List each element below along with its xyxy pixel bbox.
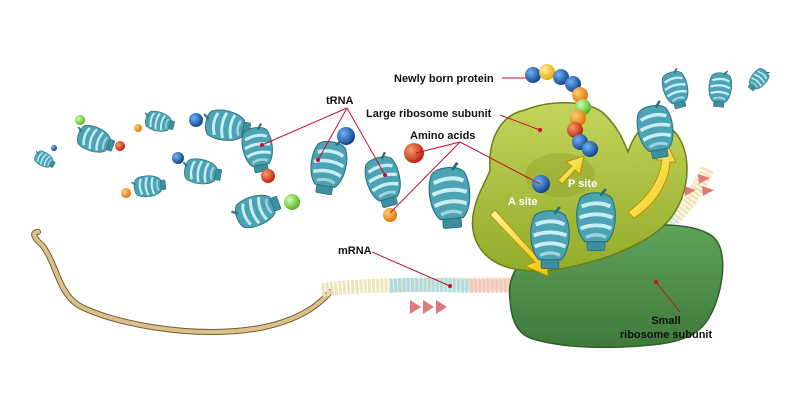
trna-icon	[140, 107, 178, 136]
label-p-site: P site	[568, 178, 597, 190]
trna-icon	[178, 155, 225, 189]
trna-icon	[70, 120, 119, 159]
amino-acid-bead	[284, 194, 300, 210]
trna-icon	[30, 147, 59, 172]
trna-icon	[358, 148, 409, 212]
trna-icon	[743, 63, 774, 95]
amino-acid-bead	[75, 115, 85, 125]
amino-acid-bead	[404, 143, 424, 163]
amino-acid-bead	[261, 169, 275, 183]
amino-acid-bead	[582, 141, 598, 157]
trna-icon	[130, 173, 168, 200]
newly-born-protein-chain	[525, 64, 598, 157]
trna-icon	[657, 65, 694, 112]
amino-acid-bead	[383, 208, 397, 222]
amino-acid-bead	[51, 145, 57, 151]
label-small-subunit-line2: ribosome subunit	[620, 329, 713, 341]
amino-acid-bead	[121, 188, 131, 198]
amino-acid-bead	[115, 141, 125, 151]
amino-acid-bead	[134, 124, 142, 132]
label-mrna: mRNA	[338, 245, 372, 257]
direction-chevrons-right	[684, 174, 714, 196]
label-small-subunit-line1: Small	[651, 315, 680, 327]
amino-acid-a-site	[532, 175, 550, 193]
amino-acid-bead	[525, 67, 541, 83]
amino-acid-bead	[570, 110, 586, 126]
amino-acid-bead	[553, 69, 569, 85]
trna-icon	[227, 186, 286, 235]
leader-lines	[260, 77, 681, 313]
exiting-trna-group	[657, 63, 774, 112]
large-ribosome-subunit	[471, 102, 688, 272]
amino-acid-bead	[172, 152, 184, 164]
trna-entering	[427, 162, 473, 230]
amino-acid-bead	[539, 64, 555, 80]
direction-chevrons-left	[410, 300, 447, 314]
trna-icon	[706, 68, 735, 109]
amino-acid-bead	[572, 87, 588, 103]
free-trna-group	[30, 105, 424, 235]
label-trna: tRNA	[326, 95, 354, 107]
label-a-site: A site	[508, 196, 538, 208]
amino-acid-bead	[567, 122, 583, 138]
label-amino-acids: Amino acids	[410, 130, 475, 142]
label-large-ribosome-subunit: Large ribosome subunit	[366, 108, 492, 120]
amino-acid-bead	[189, 113, 203, 127]
label-newly-born-protein: Newly born protein	[394, 73, 494, 85]
amino-acid-bead	[337, 127, 355, 145]
